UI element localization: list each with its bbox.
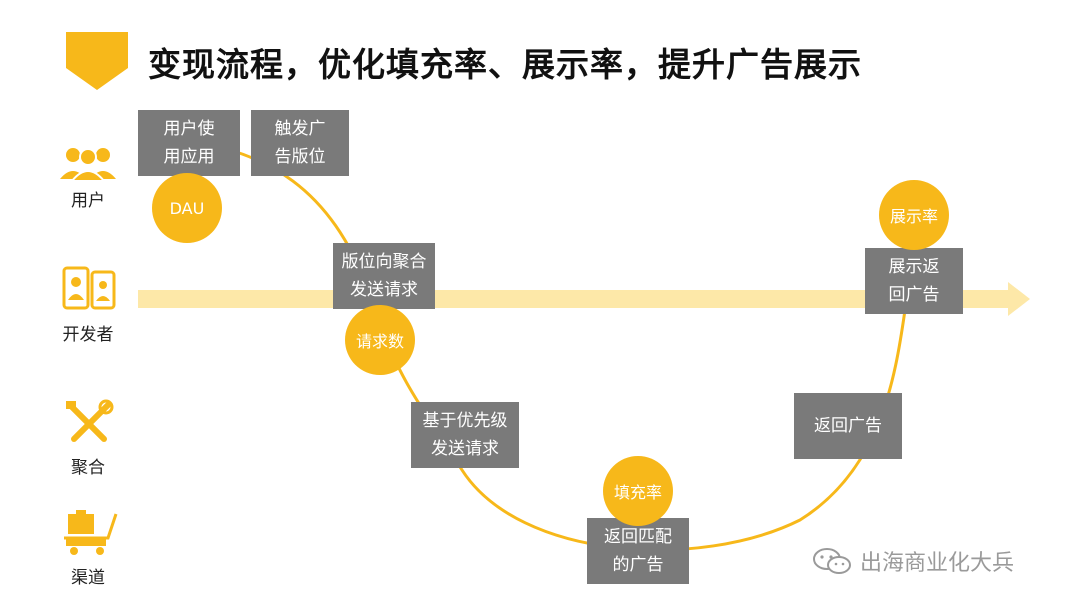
step-slot-request-to-aggregator: 版位向聚合发送请求 xyxy=(333,243,435,309)
metric-requests: 请求数 xyxy=(345,305,415,375)
metric-dau: DAU xyxy=(152,173,222,243)
step-user-uses-app: 用户使用应用 xyxy=(138,110,240,176)
tools-icon xyxy=(66,399,114,442)
users-icon xyxy=(60,148,116,181)
phones-icon xyxy=(62,266,116,310)
role-developer-label: 开发者 xyxy=(62,325,114,345)
metric-show-rate: 展示率 xyxy=(879,180,949,250)
watermark: 出海商业化大兵 xyxy=(812,545,1014,577)
step-return-ad: 返回广告 xyxy=(794,393,902,459)
step-trigger-ad-slot: 触发广告版位 xyxy=(251,110,349,176)
watermark-text: 出海商业化大兵 xyxy=(860,551,1015,576)
page-title: 变现流程，优化填充率、展示率，提升广告展示 xyxy=(148,45,862,84)
role-user-label: 用户 xyxy=(71,191,105,211)
metric-fill-rate: 填充率 xyxy=(603,456,673,526)
step-show-returned-ad: 展示返回广告 xyxy=(865,248,963,314)
step-return-matched-ad: 返回匹配的广告 xyxy=(587,518,689,584)
step-priority-request: 基于优先级发送请求 xyxy=(411,402,519,468)
title-marker-icon xyxy=(66,32,128,90)
role-channel-label: 渠道 xyxy=(71,568,105,588)
role-aggregator-label: 聚合 xyxy=(71,458,105,478)
wechat-icon xyxy=(813,548,851,574)
cart-icon xyxy=(64,510,118,555)
